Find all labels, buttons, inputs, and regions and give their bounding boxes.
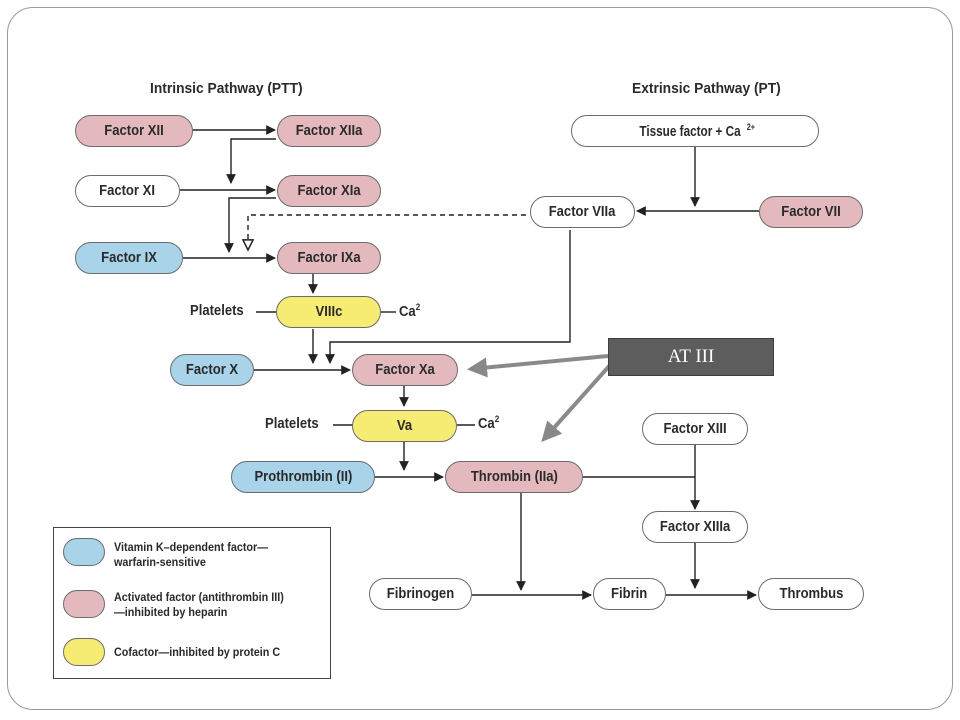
- legend-swatch-vitamin-k: [63, 538, 105, 566]
- label-ca-1: Ca2: [399, 302, 421, 320]
- node-viiic: VIIIc: [276, 296, 381, 328]
- label-ca-2: Ca2: [478, 414, 500, 432]
- label-platelets-1: Platelets: [190, 303, 244, 319]
- node-factor-xiia: Factor XIIa: [277, 115, 381, 147]
- node-factor-xi: Factor XI: [75, 175, 180, 207]
- node-prothrombin: Prothrombin (II): [231, 461, 375, 493]
- arrow-viia-activates-x: [325, 230, 571, 364]
- arrow-viia-activates-ix: [248, 214, 526, 250]
- node-factor-xii: Factor XII: [75, 115, 193, 147]
- node-factor-vii: Factor VII: [759, 196, 863, 228]
- node-thrombin: Thrombin (IIa): [445, 461, 583, 493]
- node-factor-xiii: Factor XIII: [642, 413, 748, 445]
- node-fibrinogen: Fibrinogen: [369, 578, 472, 610]
- label-platelets-2: Platelets: [265, 416, 319, 432]
- atiii-arrow-to-thrombin: [541, 362, 613, 442]
- legend-text-activated: Activated factor (antithrombin III) —inh…: [114, 590, 284, 619]
- node-factor-ixa: Factor IXa: [277, 242, 381, 274]
- atiii-arrow-to-xa: [467, 354, 609, 378]
- atiii-callout: AT III: [608, 338, 774, 376]
- legend-swatch-activated: [63, 590, 105, 618]
- arrow-xiia-activates-xi: [226, 138, 276, 184]
- arrow-xia-activates-ix: [224, 197, 276, 253]
- node-factor-viia: Factor VIIa: [530, 196, 635, 228]
- node-fibrin: Fibrin: [593, 578, 666, 610]
- node-va: Va: [352, 410, 457, 442]
- node-factor-x: Factor X: [170, 354, 254, 386]
- legend-box: Vitamin K–dependent factor— warfarin-sen…: [53, 527, 331, 679]
- node-factor-xia: Factor XIa: [277, 175, 381, 207]
- legend-text-vitamin-k: Vitamin K–dependent factor— warfarin-sen…: [114, 540, 269, 569]
- node-thrombus: Thrombus: [758, 578, 864, 610]
- node-factor-xiiia: Factor XIIIa: [642, 511, 748, 543]
- legend-text-cofactor: Cofactor—inhibited by protein C: [114, 645, 281, 659]
- extrinsic-pathway-title: Extrinsic Pathway (PT): [632, 80, 781, 97]
- legend-swatch-cofactor: [63, 638, 105, 666]
- intrinsic-pathway-title: Intrinsic Pathway (PTT): [150, 80, 303, 97]
- node-factor-ix: Factor IX: [75, 242, 183, 274]
- node-factor-xa: Factor Xa: [352, 354, 458, 386]
